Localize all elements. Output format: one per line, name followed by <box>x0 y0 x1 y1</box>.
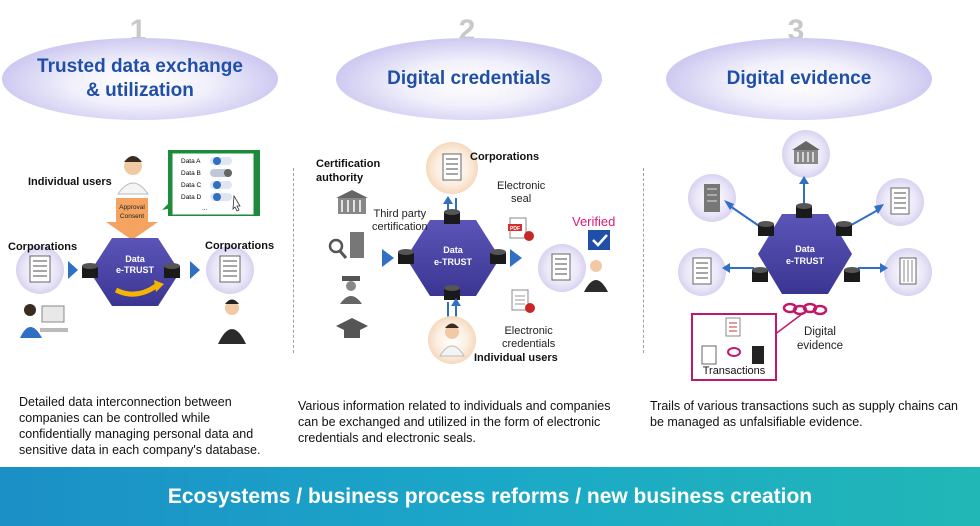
digital-evidence-line1: Digital <box>804 326 836 338</box>
user-bottom-icon <box>439 323 465 357</box>
data-etrust-hub-icon: Data e-TRUST <box>82 238 180 306</box>
banner-text: Ecosystems / business process reforms / … <box>167 484 813 508</box>
pointer-cursor-icon <box>232 194 241 212</box>
bottom-banner: Ecosystems / business process reforms / … <box>0 467 980 526</box>
graduation-cap-icon <box>336 318 368 338</box>
verified-label: Verified <box>572 214 616 229</box>
building-upper-left-icon <box>704 184 720 212</box>
ca-line2: authority <box>316 172 364 184</box>
arrow-ca-to-hub-icon <box>382 249 394 267</box>
section-1-title: Trusted data exchange & utilization <box>2 38 278 120</box>
electronic-credentials-label: Electronic credentials <box>502 325 555 351</box>
pdf-text: PDF <box>510 226 520 232</box>
section-1-diagram: Approval Consent Data A Data B Data C Da… <box>16 150 260 344</box>
police-officer-icon <box>340 276 362 304</box>
corporations-top-label: Corporations <box>470 151 540 163</box>
section-3-description: Trails of various transactions such as s… <box>650 399 959 429</box>
section-2-title-text: Digital credentials <box>387 68 551 89</box>
ca-line1: Certification <box>316 158 381 170</box>
arrow-to-hub-icon <box>68 261 78 279</box>
hub-1-line2: e-TRUST <box>116 265 155 275</box>
toggle-a-icon <box>210 157 232 165</box>
electronic-credentials-line1: Electronic <box>504 325 553 337</box>
hub-2-line1: Data <box>443 245 464 255</box>
toggle-c-icon <box>210 181 232 189</box>
certification-authority-label: Certification authority <box>316 157 380 185</box>
individual-user-icon <box>117 156 149 195</box>
building-right-3-icon <box>899 257 917 285</box>
building-left-icon <box>29 255 51 283</box>
electronic-seal-line2: seal <box>511 193 532 205</box>
toggle-d-icon <box>210 193 232 201</box>
electronic-seal-line1: Electronic <box>497 180 546 192</box>
section-2-description: Various information related to individua… <box>298 399 611 445</box>
separator-1 <box>293 168 294 353</box>
building-upper-right-icon <box>890 187 910 215</box>
building-left-3-icon <box>692 257 712 285</box>
data-item-a: Data A <box>181 158 201 165</box>
corporations-left-label: Corporations <box>8 241 78 253</box>
section-1-title-line2: & utilization <box>86 80 194 101</box>
arrow-from-hub-icon <box>190 261 200 279</box>
individual-users-bottom-label: Individual users <box>474 352 558 364</box>
arrow-hub-to-verified-icon <box>510 249 522 267</box>
data-list-callout: Data A Data B Data C Data D ... <box>162 150 260 216</box>
magnifier-building-icon <box>328 232 364 259</box>
hub-3-line2: e-TRUST <box>786 256 825 266</box>
consent-text: Consent <box>120 213 144 220</box>
section-1-description: Detailed data interconnection between co… <box>19 395 261 457</box>
credential-document-icon <box>511 289 535 313</box>
electronic-credentials-line2: credentials <box>502 338 556 350</box>
toggle-b-icon <box>210 169 232 177</box>
digital-evidence-label: Digital evidence <box>797 325 843 353</box>
businessman-icon <box>218 299 246 344</box>
separator-2 <box>643 168 644 353</box>
verified-businessman-icon <box>584 260 608 292</box>
city-hall-icon <box>336 190 368 214</box>
electronic-seal-label: Electronic seal <box>497 180 545 206</box>
third-party-certification-label: Third party certification <box>372 208 428 234</box>
data-etrust-hub-3-icon: Data e-TRUST <box>752 203 860 294</box>
transactions-label: Transactions <box>702 365 766 377</box>
verified-check-icon <box>588 230 610 250</box>
approval-text: Approval <box>119 204 145 211</box>
hub-2-line2: e-TRUST <box>434 257 473 267</box>
data-item-d: Data D <box>181 194 202 201</box>
individual-users-label: Individual users <box>28 176 112 188</box>
building-right-icon <box>219 255 241 283</box>
hub-1-line1: Data <box>125 254 146 264</box>
data-etrust-hub-2-icon: Data e-TRUST <box>398 209 506 300</box>
transaction-docs-icon <box>701 317 764 365</box>
institution-top-icon <box>792 141 820 164</box>
user-bottom-halo <box>428 316 476 364</box>
evidence-chain-icon <box>782 302 828 316</box>
section-3-diagram: Data e-TRUST <box>678 130 932 381</box>
building-verified-icon <box>551 253 571 281</box>
section-2-title: Digital credentials <box>336 38 602 120</box>
building-top-icon <box>442 153 462 181</box>
hub-3-line1: Data <box>795 244 816 254</box>
data-item-b: Data B <box>181 170 201 177</box>
pdf-seal-icon: PDF <box>508 217 534 241</box>
data-item-c: Data C <box>181 182 202 189</box>
section-3-title: Digital evidence <box>666 38 932 120</box>
third-party-line1: Third party <box>373 208 427 220</box>
section-3-title-text: Digital evidence <box>726 68 872 89</box>
section-2-diagram: Data e-TRUST PDF <box>328 142 610 364</box>
user-at-computer-icon <box>20 304 68 338</box>
approval-consent-arrow-icon: Approval Consent <box>106 198 158 240</box>
third-party-line2: certification <box>372 221 428 233</box>
corporations-right-label: Corporations <box>205 240 275 252</box>
section-1-title-line1: Trusted data exchange <box>37 56 243 77</box>
data-item-more: ... <box>202 205 208 212</box>
digital-evidence-line2: evidence <box>797 340 844 352</box>
